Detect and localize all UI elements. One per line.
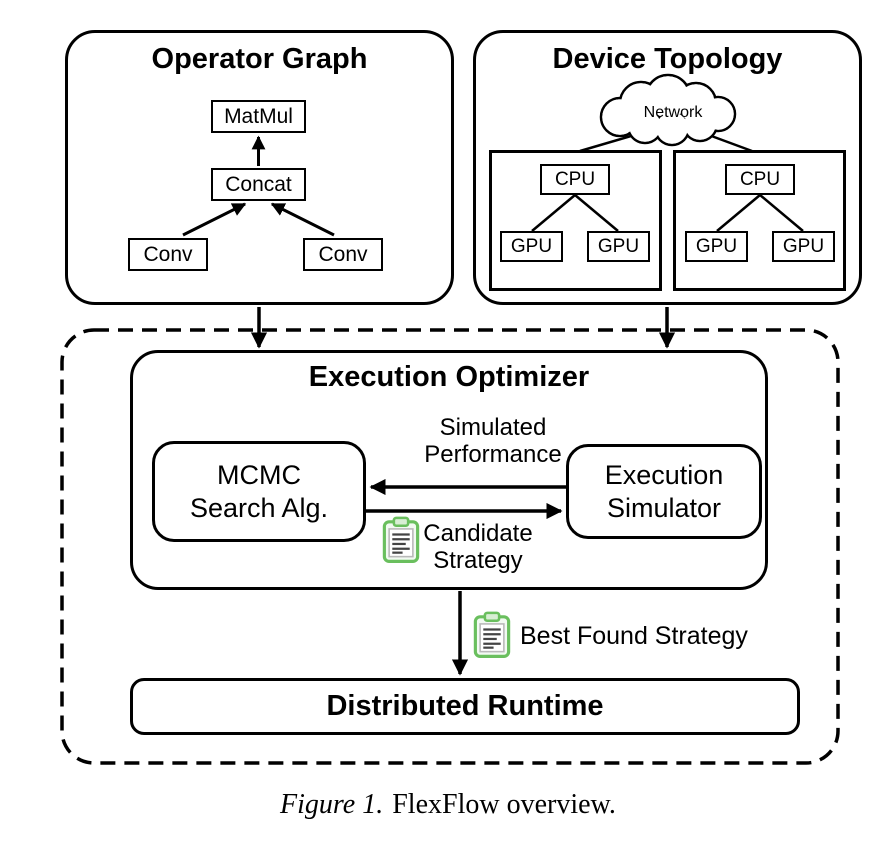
node-gpu-2: GPU bbox=[587, 231, 650, 262]
machine-box-1 bbox=[489, 150, 662, 291]
figure-caption-text: FlexFlow overview. bbox=[392, 789, 616, 820]
mcmc-search-box: MCMC Search Alg. bbox=[152, 441, 366, 542]
operator-graph-panel: Operator Graph bbox=[65, 30, 454, 305]
node-matmul: MatMul bbox=[211, 100, 306, 133]
simulated-performance-label: Simulated Performance bbox=[424, 414, 562, 468]
mcmc-label-line1: MCMC bbox=[217, 459, 301, 490]
node-conv-left: Conv bbox=[128, 238, 208, 271]
figure-caption: Figure 1. FlexFlow overview. bbox=[0, 789, 896, 821]
candidate-strategy-label: Candidate Strategy bbox=[423, 520, 533, 574]
execution-simulator-box: Execution Simulator bbox=[566, 444, 762, 539]
node-gpu-3: GPU bbox=[685, 231, 748, 262]
best-found-strategy-clipboard-icon bbox=[473, 611, 511, 658]
node-concat: Concat bbox=[211, 168, 306, 201]
figure-caption-number: Figure 1. bbox=[280, 789, 384, 820]
node-cpu-2: CPU bbox=[725, 164, 795, 195]
device-topology-title: Device Topology bbox=[552, 43, 783, 75]
machine-box-2 bbox=[673, 150, 846, 291]
best-found-strategy-label: Best Found Strategy bbox=[520, 622, 748, 650]
node-gpu-1: GPU bbox=[500, 231, 563, 262]
operator-graph-title: Operator Graph bbox=[151, 43, 368, 75]
distributed-runtime-box: Distributed Runtime bbox=[130, 678, 800, 735]
device-topology-panel: Device Topology bbox=[473, 30, 862, 305]
mcmc-label-line2: Search Alg. bbox=[189, 492, 329, 523]
network-label: Network bbox=[643, 104, 703, 121]
execution-optimizer-title: Execution Optimizer bbox=[308, 361, 590, 393]
node-gpu-4: GPU bbox=[772, 231, 835, 262]
node-conv-right: Conv bbox=[303, 238, 383, 271]
candidate-strategy-clipboard-icon bbox=[382, 516, 420, 563]
node-cpu-1: CPU bbox=[540, 164, 610, 195]
simulator-label-line2: Simulator bbox=[606, 492, 722, 523]
simulator-label-line1: Execution bbox=[604, 459, 724, 490]
